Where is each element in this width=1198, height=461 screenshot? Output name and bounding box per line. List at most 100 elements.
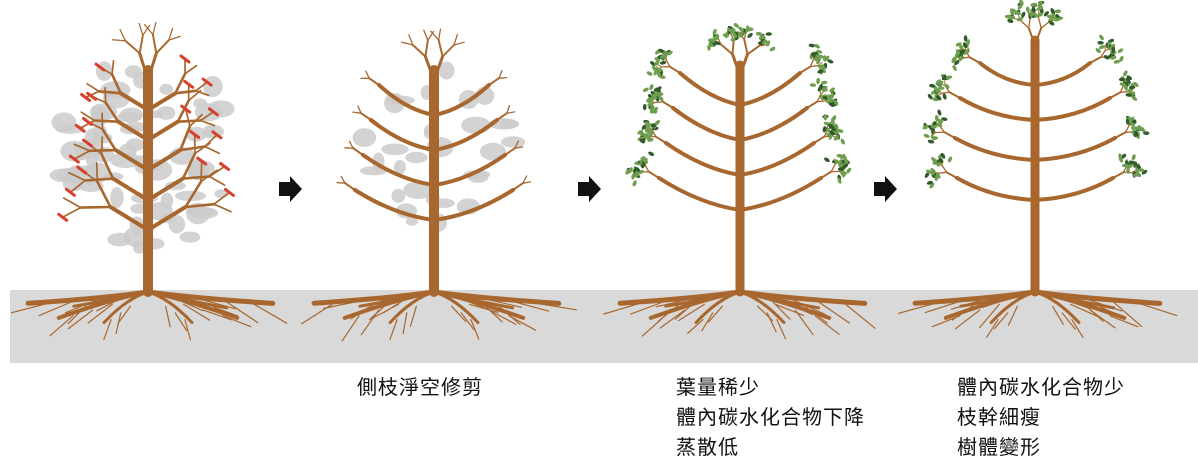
- twig: [200, 169, 218, 183]
- leaf: [642, 103, 647, 111]
- cut-mark: [76, 165, 88, 175]
- twig: [939, 125, 946, 133]
- root: [432, 290, 515, 310]
- leaf: [642, 158, 649, 164]
- leaf: [1097, 40, 1104, 45]
- leaf: [922, 124, 929, 130]
- branch: [377, 83, 436, 117]
- twig: [506, 111, 516, 114]
- old-canopy: [186, 202, 210, 225]
- twig: [1130, 169, 1137, 174]
- rootlet: [776, 319, 787, 340]
- leaf: [823, 114, 828, 121]
- leaf: [828, 124, 834, 129]
- leaf: [814, 43, 820, 49]
- twig: [146, 119, 180, 142]
- twig: [514, 146, 524, 149]
- leaf: [824, 55, 830, 62]
- leaf: [649, 84, 654, 91]
- leaf: [1123, 84, 1128, 91]
- rootlet: [510, 300, 550, 312]
- rootlet: [687, 319, 704, 334]
- old-canopy: [405, 217, 419, 226]
- leaf: [945, 75, 953, 80]
- cut-mark: [219, 162, 231, 171]
- twig: [743, 38, 749, 56]
- twig: [820, 170, 833, 179]
- rootlet: [1061, 312, 1076, 330]
- old-canopy: [168, 215, 186, 234]
- twig: [79, 119, 96, 130]
- leaf: [739, 31, 743, 38]
- twig: [86, 82, 100, 93]
- leaf: [648, 151, 655, 156]
- rootlet: [87, 303, 113, 324]
- rootlet: [770, 299, 791, 320]
- leaf: [712, 28, 717, 35]
- caption-line: 體內碳水化合物少: [957, 375, 1125, 399]
- rootlet: [464, 299, 490, 311]
- twig: [152, 21, 157, 36]
- rootlet: [805, 306, 828, 324]
- leaf: [761, 39, 768, 45]
- twig: [176, 99, 190, 123]
- branch: [958, 96, 1037, 122]
- rootlet: [178, 299, 204, 312]
- leaf: [766, 40, 771, 47]
- leaf: [924, 172, 930, 178]
- twig: [1112, 171, 1125, 179]
- leaf: [1120, 153, 1127, 159]
- twig: [80, 111, 96, 122]
- rootlet: [183, 303, 211, 321]
- leaf: [1051, 13, 1056, 20]
- leaf: [836, 153, 843, 158]
- twig: [146, 51, 158, 82]
- rootlet: [483, 298, 522, 308]
- leaf: [829, 130, 836, 136]
- caption-line: 枝幹細瘦: [957, 405, 1041, 429]
- leaf: [657, 92, 664, 96]
- old-canopy: [159, 83, 174, 95]
- leaf: [1133, 81, 1139, 88]
- old-canopy: [109, 152, 142, 169]
- leaf: [842, 163, 849, 169]
- twig: [654, 135, 667, 144]
- leaf: [1048, 20, 1055, 26]
- twig: [200, 160, 203, 183]
- rootlet: [470, 319, 480, 340]
- twig: [119, 28, 127, 42]
- twig: [1027, 27, 1036, 46]
- rootlet: [67, 305, 87, 325]
- leaf: [937, 118, 944, 124]
- rootlet: [10, 302, 48, 314]
- twig: [146, 176, 185, 202]
- leaf: [831, 115, 837, 122]
- leaf: [940, 152, 946, 159]
- leaf: [656, 71, 661, 78]
- twig: [195, 81, 208, 92]
- twig: [430, 30, 440, 41]
- twig: [61, 206, 82, 219]
- twig: [124, 39, 141, 55]
- arrow-icon: [874, 176, 897, 202]
- leaf: [1050, 8, 1055, 14]
- twig: [104, 101, 120, 123]
- rootlet: [982, 299, 1006, 308]
- leaf: [955, 42, 962, 47]
- old-canopy: [179, 231, 201, 243]
- twig: [100, 153, 115, 180]
- twig: [95, 162, 99, 183]
- old-canopy: [156, 106, 176, 120]
- root: [146, 290, 229, 310]
- leaf: [1036, 6, 1043, 11]
- leaf: [958, 55, 963, 62]
- twig: [116, 119, 150, 142]
- cut-mark: [82, 138, 94, 148]
- leaf: [1016, 17, 1023, 22]
- branch: [953, 136, 1037, 162]
- rootlet: [1100, 306, 1126, 319]
- leaf: [935, 79, 942, 85]
- branch: [738, 106, 809, 142]
- twig: [168, 27, 174, 41]
- leaf: [1134, 172, 1141, 177]
